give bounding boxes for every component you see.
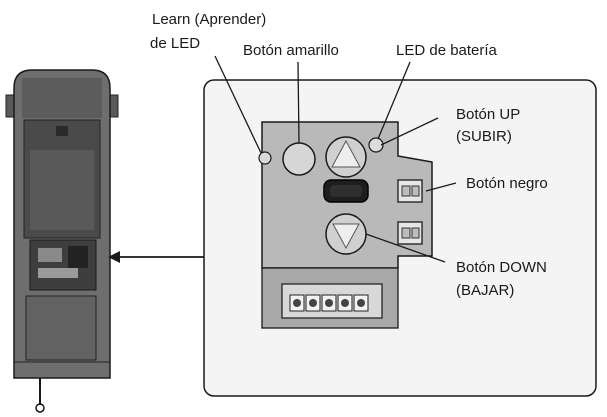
down-arrow-icon — [332, 223, 360, 250]
terminal-block — [261, 267, 399, 329]
device-clip — [56, 126, 68, 136]
label-up-button-line1: Botón UP — [456, 106, 520, 123]
leader-yellow-button — [297, 61, 300, 144]
leader-down-button — [365, 233, 446, 263]
label-yellow-button: Botón amarillo — [243, 42, 339, 59]
device-circuit-part-3 — [38, 268, 78, 278]
label-down-button-line1: Botón DOWN — [456, 259, 547, 276]
battery-led — [368, 137, 384, 153]
device-circuit-part-1 — [38, 248, 62, 262]
down-button[interactable] — [325, 213, 367, 255]
device-compartment-inner — [30, 150, 94, 230]
label-learn-led-line2: de LED — [150, 35, 200, 52]
device-illustration — [5, 69, 119, 413]
label-up-button-line2: (SUBIR) — [456, 128, 512, 145]
leader-battery-led — [377, 61, 411, 140]
side-clip-bottom — [397, 221, 423, 245]
label-learn-led-line1: Learn (Aprender) — [152, 11, 266, 28]
leader-lines — [214, 55, 457, 263]
leader-black-button — [425, 182, 457, 192]
labels: Learn (Aprender) de LED Botón amarillo L… — [150, 11, 548, 299]
device-top-panel — [22, 78, 102, 118]
black-button-highlight — [330, 185, 362, 197]
device-lower-panel — [25, 295, 97, 361]
leader-learn-led — [214, 55, 262, 154]
up-arrow-icon — [331, 139, 361, 168]
yellow-button[interactable] — [282, 142, 316, 176]
device-cable-ring — [35, 403, 45, 413]
control-panel — [258, 121, 433, 329]
side-clip-top — [397, 179, 423, 203]
label-down-button-line2: (BAJAR) — [456, 282, 514, 299]
learn-led — [258, 151, 272, 165]
label-battery-led: LED de batería — [396, 42, 498, 59]
label-black-button: Botón negro — [466, 175, 548, 192]
device-circuit-part-2 — [68, 246, 88, 268]
leader-up-button — [380, 117, 439, 146]
up-button[interactable] — [325, 136, 367, 178]
